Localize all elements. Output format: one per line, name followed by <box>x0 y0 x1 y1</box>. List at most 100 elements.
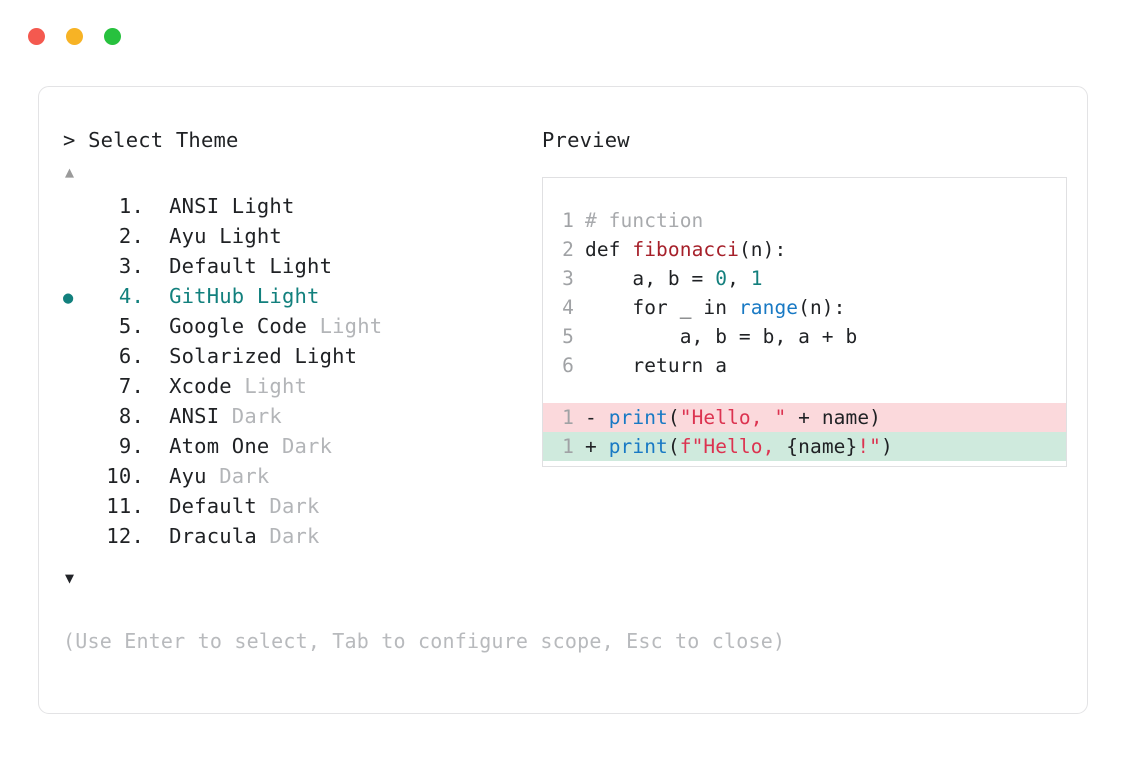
theme-list-item[interactable]: ● 4. GitHub Light <box>63 281 533 311</box>
theme-item-name: Ayu <box>144 224 220 248</box>
code-token: def <box>585 238 633 261</box>
code-token: a, b = <box>585 267 716 290</box>
code-text: - print("Hello, " + name) <box>585 403 881 432</box>
code-text: + print(f"Hello, {name}!") <box>585 432 893 461</box>
theme-item-variant: Dark <box>219 464 270 488</box>
theme-list-item[interactable]: 10. Ayu Dark <box>63 461 533 491</box>
theme-item-index: 9. <box>118 434 144 458</box>
minimize-window-dot[interactable] <box>66 28 83 45</box>
theme-item-name: Dracula <box>144 524 270 548</box>
theme-list-item[interactable]: 11. Default Dark <box>63 491 533 521</box>
theme-item-index: 2. <box>118 224 144 248</box>
theme-item-index: 4. <box>118 284 144 308</box>
theme-list-item[interactable]: 8. ANSI Dark <box>63 401 533 431</box>
code-token: - <box>585 406 609 429</box>
diff-line-del: 1- print("Hello, " + name) <box>543 403 1066 432</box>
code-token: (n): <box>798 296 846 319</box>
theme-list-item[interactable]: 7. Xcode Light <box>63 371 533 401</box>
theme-item-variant: Light <box>244 374 308 398</box>
code-spacer <box>543 380 1066 403</box>
code-line: 2 def fibonacci(n): <box>543 235 1066 264</box>
line-number: 1 <box>562 406 574 429</box>
code-text: a, b = b, a + b <box>585 322 858 351</box>
code-token: ) <box>881 435 893 458</box>
code-token: # function <box>585 209 704 232</box>
diff-line-add: 1+ print(f"Hello, {name}!") <box>543 432 1066 461</box>
theme-list-item[interactable]: 6. Solarized Light <box>63 341 533 371</box>
theme-item-index: 1. <box>118 194 144 218</box>
line-number: 2 <box>562 238 574 261</box>
theme-list-item[interactable]: 2. Ayu Light <box>63 221 533 251</box>
theme-item-index: 12. <box>106 524 144 548</box>
select-theme-prompt: > Select Theme <box>63 128 239 152</box>
code-token: (n): <box>738 238 787 261</box>
code-token: "Hello, " <box>679 406 787 429</box>
theme-item-index: 7. <box>118 374 144 398</box>
code-line: 1 # function <box>543 206 1066 235</box>
theme-list-item[interactable]: 5. Google Code Light <box>63 311 533 341</box>
theme-item-variant: Light <box>269 254 333 278</box>
code-token: + name) <box>786 406 882 429</box>
close-window-dot[interactable] <box>28 28 45 45</box>
code-token: a, b = b, a + b <box>585 325 858 348</box>
theme-item-name: Ayu <box>144 464 220 488</box>
code-text: return a <box>585 351 727 380</box>
keyboard-hint: (Use Enter to select, Tab to configure s… <box>63 629 786 653</box>
theme-item-index: 6. <box>118 344 144 368</box>
scroll-up-arrow-icon[interactable]: ▲ <box>65 163 75 181</box>
theme-item-variant: Light <box>231 194 295 218</box>
code-text: # function <box>585 206 703 235</box>
line-number: 1 <box>562 209 574 232</box>
theme-item-name: Atom One <box>144 434 282 458</box>
code-token: print <box>608 406 668 429</box>
line-number: 3 <box>562 267 574 290</box>
theme-item-index: 10. <box>106 464 144 488</box>
theme-item-name: Solarized <box>144 344 295 368</box>
theme-list-item[interactable]: 3. Default Light <box>63 251 533 281</box>
code-token: for _ in <box>585 296 739 319</box>
theme-item-name: Xcode <box>144 374 245 398</box>
theme-item-variant: Dark <box>231 404 282 428</box>
code-text: def fibonacci(n): <box>585 235 786 264</box>
theme-list-item[interactable]: 1. ANSI Light <box>63 191 533 221</box>
theme-list-item[interactable]: 12. Dracula Dark <box>63 521 533 551</box>
preview-title: Preview <box>542 128 630 152</box>
theme-item-variant: Light <box>256 284 320 308</box>
code-token: 1 <box>750 267 763 290</box>
code-line: 6 return a <box>543 351 1066 380</box>
theme-item-variant: Dark <box>269 524 320 548</box>
code-token: 0 <box>715 267 728 290</box>
theme-item-variant: Dark <box>281 434 333 458</box>
code-line: 3 a, b = 0, 1 <box>543 264 1066 293</box>
scroll-down-arrow-icon[interactable]: ▼ <box>65 569 75 587</box>
selected-bullet-icon: ● <box>63 288 74 308</box>
code-line: 4 for _ in range(n): <box>543 293 1066 322</box>
code-line: 5 a, b = b, a + b <box>543 322 1066 351</box>
maximize-window-dot[interactable] <box>104 28 121 45</box>
code-token: fibonacci <box>632 238 739 261</box>
theme-item-index: 3. <box>118 254 144 278</box>
preview-column: Preview <box>542 125 1067 155</box>
code-token: ( <box>667 406 680 429</box>
window-controls <box>28 28 121 45</box>
code-token: f"Hello, <box>679 435 787 458</box>
code-token: , <box>727 267 751 290</box>
code-token: + <box>585 435 609 458</box>
theme-list-item[interactable]: 9. Atom One Dark <box>63 431 533 461</box>
theme-item-name: Default <box>144 254 270 278</box>
code-token: ( <box>667 435 680 458</box>
code-text: for _ in range(n): <box>585 293 846 322</box>
theme-item-name: Google Code <box>144 314 320 338</box>
theme-item-name: ANSI <box>144 404 232 428</box>
code-token: range <box>738 296 799 319</box>
theme-item-name: GitHub <box>144 284 257 308</box>
code-token: {name} <box>786 435 858 458</box>
code-token: return a <box>585 354 728 377</box>
theme-item-name: ANSI <box>144 194 232 218</box>
line-number: 5 <box>562 325 574 348</box>
